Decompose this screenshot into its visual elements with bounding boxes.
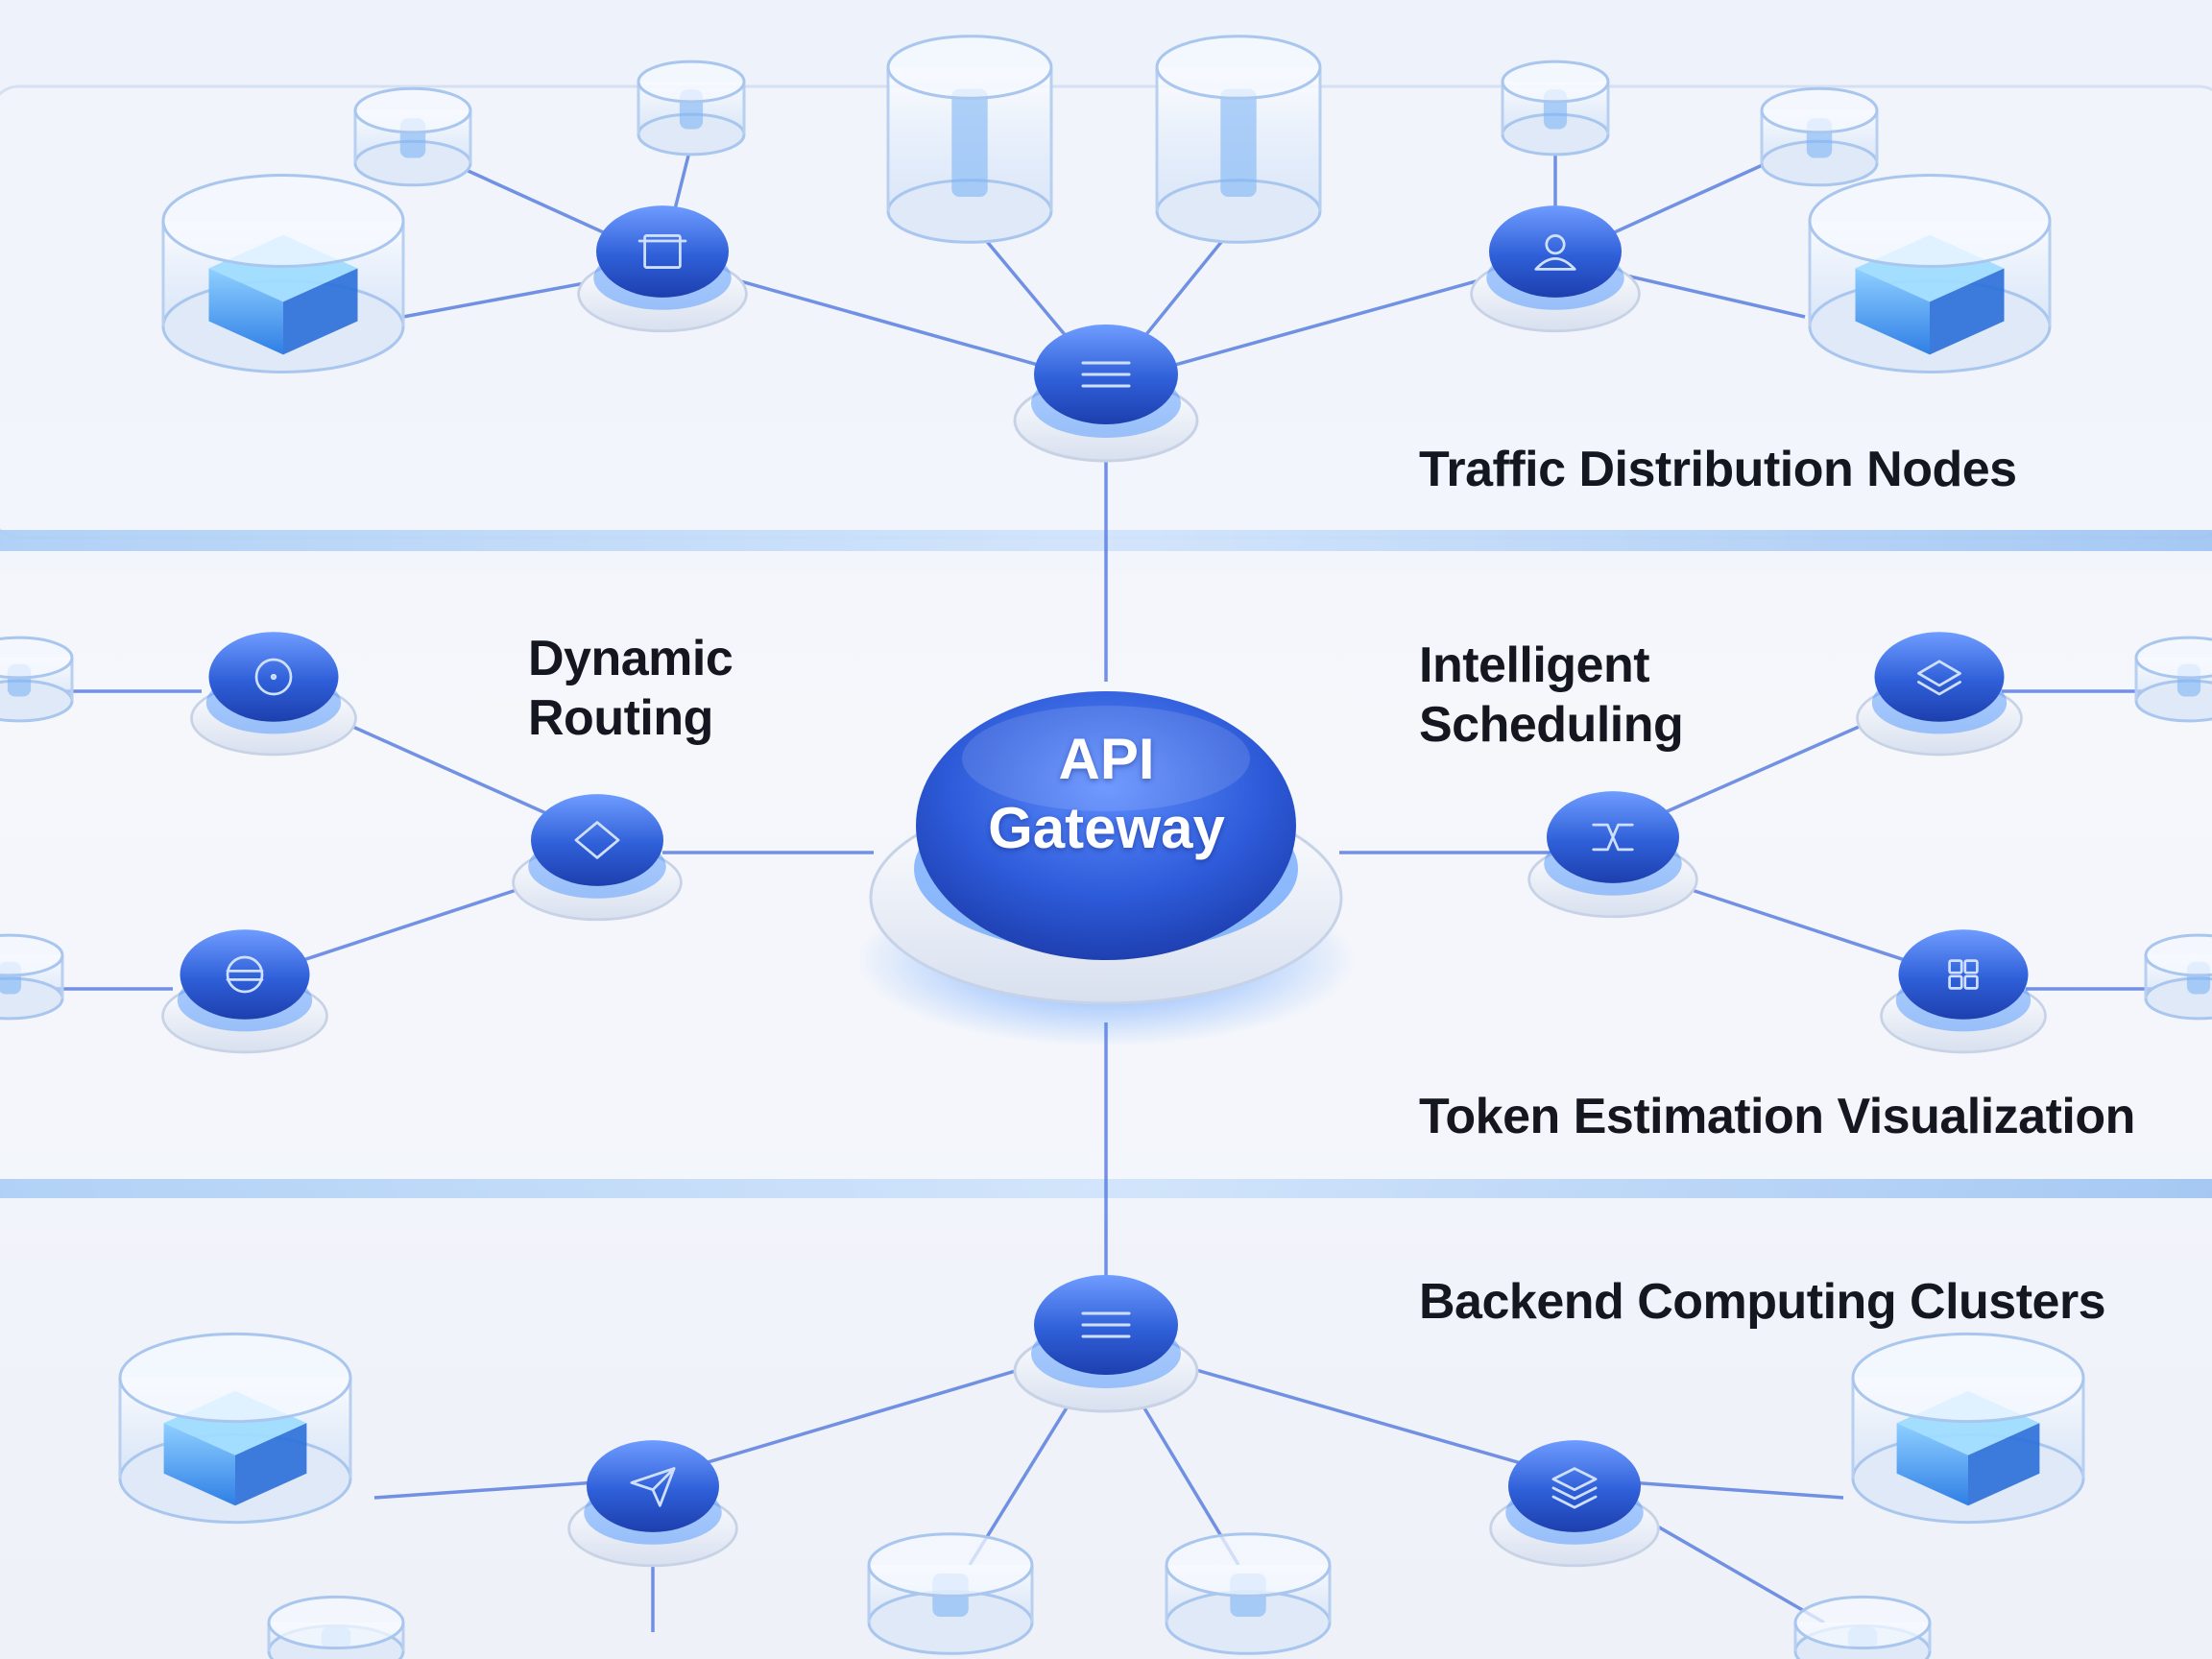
storage-mid-edge-left-bottom: [0, 933, 64, 1021]
storage-bottom-center-right: [1165, 1532, 1332, 1655]
shuffle-icon: [1592, 823, 1634, 852]
dynamic-routing-label: Dynamic Routing: [528, 631, 733, 746]
node-mid-left-bottom[interactable]: [161, 929, 328, 1054]
storage-top-small-center: [637, 60, 746, 156]
node-dynamic-routing-disc: [531, 794, 663, 886]
node-mid-right-top-disc: [1874, 632, 2005, 722]
node-bottom-left[interactable]: [567, 1440, 738, 1568]
storage-bottom-small-right: [1793, 1595, 1932, 1659]
storage-mid-edge-left-top: [0, 636, 74, 723]
api-gateway-label-line1: API: [1058, 727, 1155, 791]
storage-bottom-small-left: [267, 1595, 405, 1659]
storage-top-left: [161, 174, 405, 373]
frame-icon: [637, 234, 687, 269]
circle-icon: [254, 658, 293, 696]
api-gateway-node[interactable]: [856, 691, 1356, 1046]
node-intelligent-scheduling[interactable]: [1527, 791, 1698, 919]
list-icon: [1081, 1311, 1131, 1338]
storage-top-center-left: [886, 35, 1053, 244]
storage-bottom-center-left: [867, 1532, 1034, 1655]
storage-top-right: [1808, 174, 2052, 373]
user-icon: [1534, 234, 1576, 271]
stack-icon: [1551, 1467, 1598, 1509]
storage-top-small-right: [1501, 60, 1610, 156]
node-top-right-disc: [1489, 205, 1622, 298]
glass-cylinders: [0, 35, 2212, 1659]
node-hub-top[interactable]: [1013, 325, 1199, 463]
node-mid-left-top-disc: [208, 632, 339, 722]
list-icon: [1081, 361, 1131, 388]
api-gateway-label-line2: Gateway: [988, 796, 1225, 860]
node-top-right[interactable]: [1470, 205, 1641, 333]
api-gateway-label: API Gateway: [893, 725, 1320, 863]
node-mid-right-bottom-disc: [1898, 929, 2029, 1020]
storage-mid-edge-right-bottom: [2144, 933, 2212, 1021]
node-top-left-disc: [596, 205, 729, 298]
node-mid-left-bottom-disc: [180, 929, 310, 1020]
storage-bottom-right: [1851, 1332, 2085, 1525]
node-mid-right-top[interactable]: [1856, 632, 2023, 757]
node-bottom-right[interactable]: [1489, 1440, 1660, 1568]
node-bottom-left-disc: [587, 1440, 719, 1532]
grid-icon: [1948, 959, 1979, 990]
storage-bottom-left: [118, 1332, 352, 1525]
backend-clusters-label: Backend Computing Clusters: [1419, 1274, 2106, 1330]
node-bottom-right-disc: [1508, 1440, 1641, 1532]
node-mid-right-bottom[interactable]: [1880, 929, 2047, 1054]
node-dynamic-routing[interactable]: [512, 794, 683, 922]
node-mid-left-top[interactable]: [190, 632, 357, 757]
layers-check-icon: [1917, 660, 1961, 696]
storage-top-small-left: [353, 86, 472, 187]
intelligent-scheduling-label: Intelligent Scheduling: [1419, 637, 1684, 753]
diamond-icon: [574, 821, 620, 859]
storage-top-center-right: [1155, 35, 1322, 244]
storage-top-small-far-right: [1760, 86, 1879, 187]
traffic-distribution-label: Traffic Distribution Nodes: [1419, 442, 2017, 497]
node-hub-bottom[interactable]: [1013, 1275, 1199, 1413]
node-top-left[interactable]: [577, 205, 748, 333]
network-nodes: [161, 205, 2047, 1568]
globe-icon: [226, 955, 264, 994]
send-icon: [630, 1467, 676, 1507]
storage-mid-edge-right-top: [2134, 636, 2212, 723]
token-estimation-label: Token Estimation Visualization: [1419, 1089, 2135, 1144]
